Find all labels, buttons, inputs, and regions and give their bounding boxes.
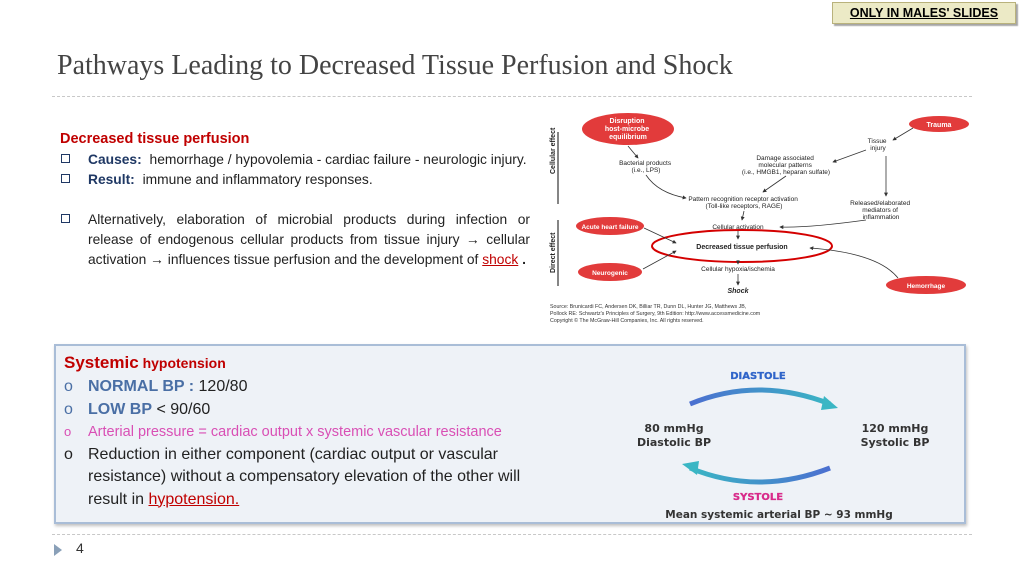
released-mediators-label: Released/elaborated mediators of inflamm… xyxy=(850,200,912,221)
diastole-label: DIASTOLE xyxy=(730,371,786,382)
alternative-item: Alternatively, elaboration of microbial … xyxy=(60,210,530,270)
diagram-source: Source: Brunicardi FC, Andersen DK, Bill… xyxy=(550,304,762,324)
result-label: Result: xyxy=(88,172,135,187)
damage-patterns-label: Damage associated molecular patterns (i.… xyxy=(742,155,830,176)
arterial-pressure-item: o Arterial pressure = cardiac output x s… xyxy=(64,424,502,440)
bp-cycle-diagram: DIASTOLE 80 mmHg Diastolic BP 120 mmHg S… xyxy=(637,371,930,521)
reduction-item: o Reduction in either component (cardiac… xyxy=(64,445,521,508)
mean-bp-label: Mean systemic arterial BP ~ 93 mmHg xyxy=(665,509,892,521)
square-bullet-icon xyxy=(61,154,70,163)
square-bullet-icon xyxy=(61,174,70,183)
neurogenic-label: Neurogenic xyxy=(592,270,628,277)
shock-link[interactable]: shock xyxy=(482,252,519,267)
cycle-bottom-arrowhead xyxy=(682,461,699,475)
title-divider xyxy=(52,96,972,97)
causes-item: Causes: hemorrhage / hypovolemia - cardi… xyxy=(60,150,530,170)
perfusion-heading: Decreased tissue perfusion xyxy=(60,131,250,147)
diastolic-label: Diastolic BP xyxy=(637,436,711,449)
systemic-title: Systemic hypotension xyxy=(64,353,226,372)
page-number: 4 xyxy=(76,540,84,556)
trauma-node xyxy=(909,116,969,132)
systemic-list: o NORMAL BP : 120/80 o LOW BP < 90/60 o … xyxy=(62,376,550,511)
normal-bp-item: o NORMAL BP : 120/80 xyxy=(64,378,248,395)
bacterial-products-label: Bacterial products (i.e., LPS) xyxy=(619,160,673,174)
tissue-injury-label: Tissue injury xyxy=(868,138,889,152)
diastolic-value: 80 mmHg xyxy=(644,422,703,435)
acute-heart-failure-label: Acute heart failure xyxy=(581,224,638,231)
neurogenic-node xyxy=(578,263,642,281)
highlight-circle xyxy=(651,229,833,263)
causes-text: hemorrhage / hypovolemia - cardiac failu… xyxy=(149,152,527,167)
systolic-value: 120 mmHg xyxy=(862,422,929,435)
cycle-top-arrowhead xyxy=(821,396,838,410)
cellular-effect-label: Cellular effect xyxy=(550,127,557,174)
shock-label: Shock xyxy=(727,288,749,295)
low-bp-item: o LOW BP < 90/60 xyxy=(64,400,211,418)
page-title: Pathways Leading to Decreased Tissue Per… xyxy=(57,50,733,81)
hypoxia-label: Cellular hypoxia/ischemia xyxy=(701,266,775,273)
systolic-label: Systolic BP xyxy=(861,436,930,449)
hypotension-link[interactable]: hypotension. xyxy=(148,490,240,508)
play-arrow-icon xyxy=(54,544,62,556)
square-bullet-icon xyxy=(61,214,70,223)
perfusion-text-block: Decreased tissue perfusion Causes: hemor… xyxy=(60,131,530,270)
result-text: immune and inflammatory responses. xyxy=(142,172,373,187)
disruption-label: Disruption host-microbe equilibrium xyxy=(605,118,651,141)
males-only-badge: ONLY IN MALES' SLIDES xyxy=(832,2,1016,24)
direct-effect-label: Direct effect xyxy=(550,232,557,273)
hemorrhage-label: Hemorrhage xyxy=(907,283,946,290)
pattern-recognition-label: Pattern recognition receptor activation … xyxy=(688,196,799,210)
cycle-bottom-arc xyxy=(689,465,831,485)
cycle-top-arc xyxy=(689,387,831,407)
causes-label: Causes: xyxy=(88,152,142,167)
alternative-end: . xyxy=(522,252,526,267)
footer-divider xyxy=(52,534,972,535)
trauma-label: Trauma xyxy=(927,122,952,129)
alternative-text: Alternatively, elaboration of microbial … xyxy=(88,212,530,267)
disruption-node xyxy=(582,113,674,145)
systole-label: SYSTOLE xyxy=(733,492,783,503)
result-item: Result: immune and inflammatory response… xyxy=(60,170,530,190)
decreased-perfusion-label: Decreased tissue perfusion xyxy=(696,244,787,251)
acute-heart-failure-node xyxy=(576,217,644,235)
systemic-hypotension-panel: Systemic hypotension o NORMAL BP : 120/8… xyxy=(54,344,966,524)
perfusion-pathway-diagram: Cellular effect Direct effect Disruption… xyxy=(550,113,969,324)
hemorrhage-node xyxy=(886,276,966,294)
cellular-activation-label: Cellular activation xyxy=(712,224,764,231)
